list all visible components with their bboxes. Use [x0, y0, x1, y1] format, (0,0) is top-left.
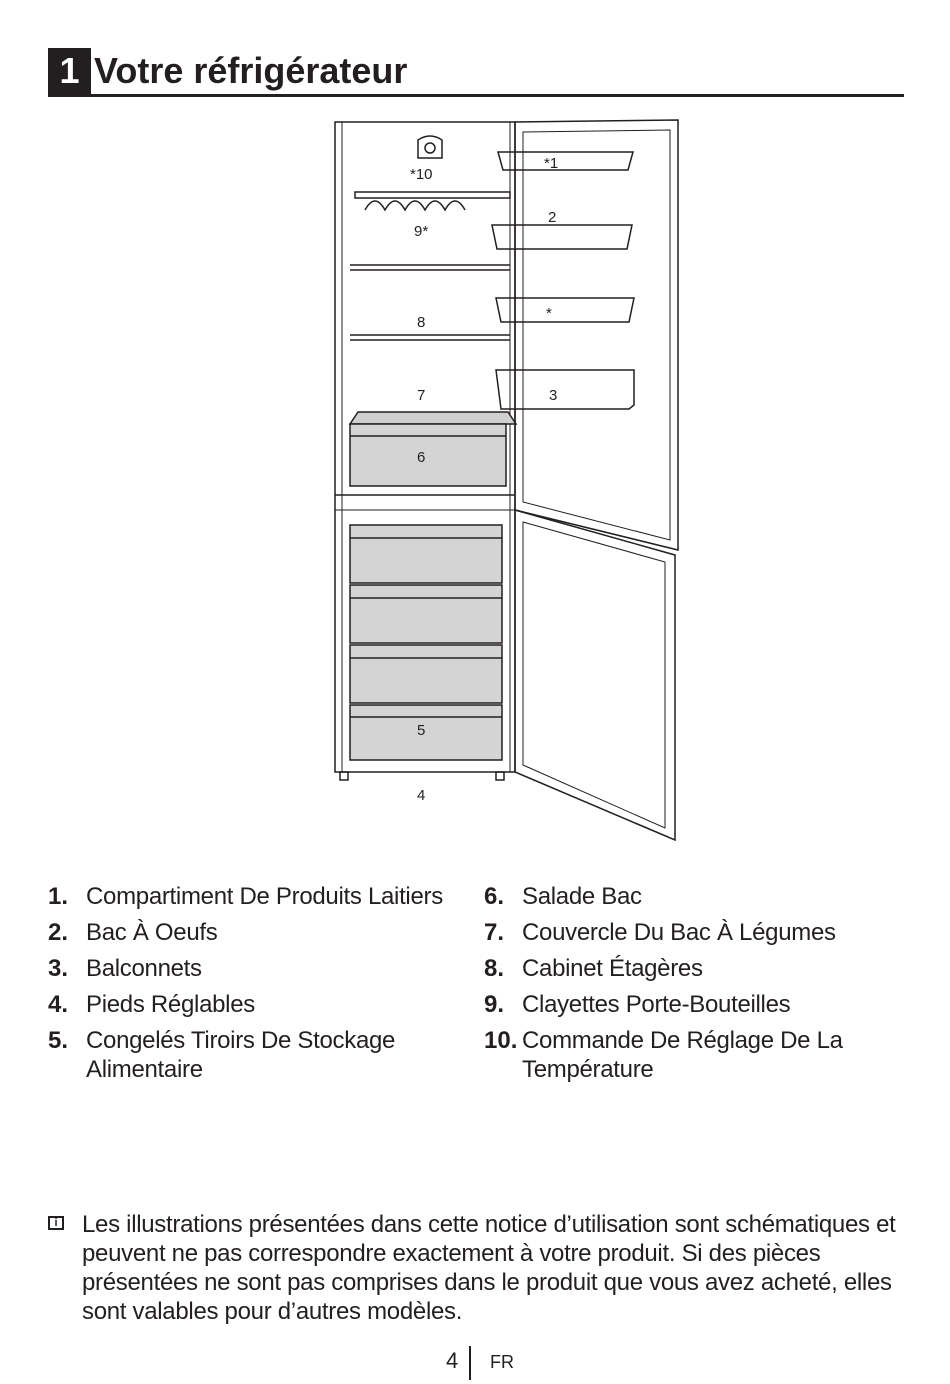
section-number: 1: [48, 48, 91, 94]
crisper-drawer: [349, 423, 507, 487]
freezer-drawer-2: [349, 584, 503, 644]
freezer-drawer-3: [349, 644, 503, 704]
info-icon: i: [48, 1216, 64, 1230]
door-balcony-4: [495, 369, 635, 410]
list-item: 2.Bac À Oeufs: [48, 919, 218, 946]
thermostat-knob: [417, 135, 443, 159]
list-item: 10.Commande De Réglage De La Température: [484, 1027, 843, 1083]
callout-8: 8: [417, 314, 425, 331]
shelf-upper: [350, 264, 510, 271]
bottle-rack: [354, 191, 511, 199]
list-item: 7.Couvercle Du Bac À Légumes: [484, 919, 836, 946]
page-footer: 4 FR: [0, 1346, 950, 1380]
callout-star: *: [546, 305, 552, 322]
list-item: 9.Clayettes Porte-Bouteilles: [484, 991, 791, 1018]
door-balcony-3: [495, 297, 635, 323]
callout-1: *1: [544, 155, 558, 172]
refrigerator-diagram: *10 *1 2 9* * 8 7 3 6 5 4: [320, 110, 690, 850]
callout-7: 7: [417, 387, 425, 404]
footer-divider: [469, 1346, 471, 1380]
freezer-drawer-4: [349, 704, 503, 761]
list-item: 1.Compartiment De Produits Laitiers: [48, 883, 443, 910]
refrigerator-illustration: *10 *1 2 9* * 8 7 3 6 5 4: [334, 119, 679, 842]
parts-list-left: 1.Compartiment De Produits Laitiers 2.Ba…: [48, 882, 448, 1091]
callout-10: *10: [410, 166, 433, 183]
callout-3: 3: [549, 387, 557, 404]
info-note-text: Les illustrations présentées dans cette …: [82, 1211, 896, 1325]
list-item: 8.Cabinet Étagères: [484, 955, 703, 982]
section-header: 1 Votre réfrigérateur: [48, 48, 904, 97]
info-note: i Les illustrations présentées dans cett…: [48, 1210, 908, 1326]
section-title: Votre réfrigérateur: [94, 50, 408, 91]
crisper-cover: [348, 411, 518, 425]
page-number: 4: [446, 1348, 459, 1373]
callout-5: 5: [417, 722, 425, 739]
foot-right: [495, 771, 505, 781]
callout-6: 6: [417, 449, 425, 466]
list-item: 3.Balconnets: [48, 955, 202, 982]
freezer-door: [514, 509, 676, 842]
list-item: 5.Congelés Tiroirs De Stockage Alimentai…: [48, 1027, 396, 1083]
language-code: FR: [490, 1352, 514, 1372]
fridge-door: [514, 119, 679, 551]
callout-4: 4: [417, 787, 425, 804]
shelf-lower: [350, 334, 510, 341]
freezer-drawer-1: [349, 524, 503, 584]
list-item: 6.Salade Bac: [484, 883, 642, 910]
foot-left: [339, 771, 349, 781]
door-balcony-1: [497, 151, 634, 171]
parts-list-right: 6.Salade Bac 7.Couvercle Du Bac À Légume…: [484, 882, 914, 1091]
callout-2: 2: [548, 209, 556, 226]
door-balcony-2: [491, 224, 633, 250]
list-item: 4.Pieds Réglables: [48, 991, 255, 1018]
callout-9: 9*: [414, 223, 428, 240]
